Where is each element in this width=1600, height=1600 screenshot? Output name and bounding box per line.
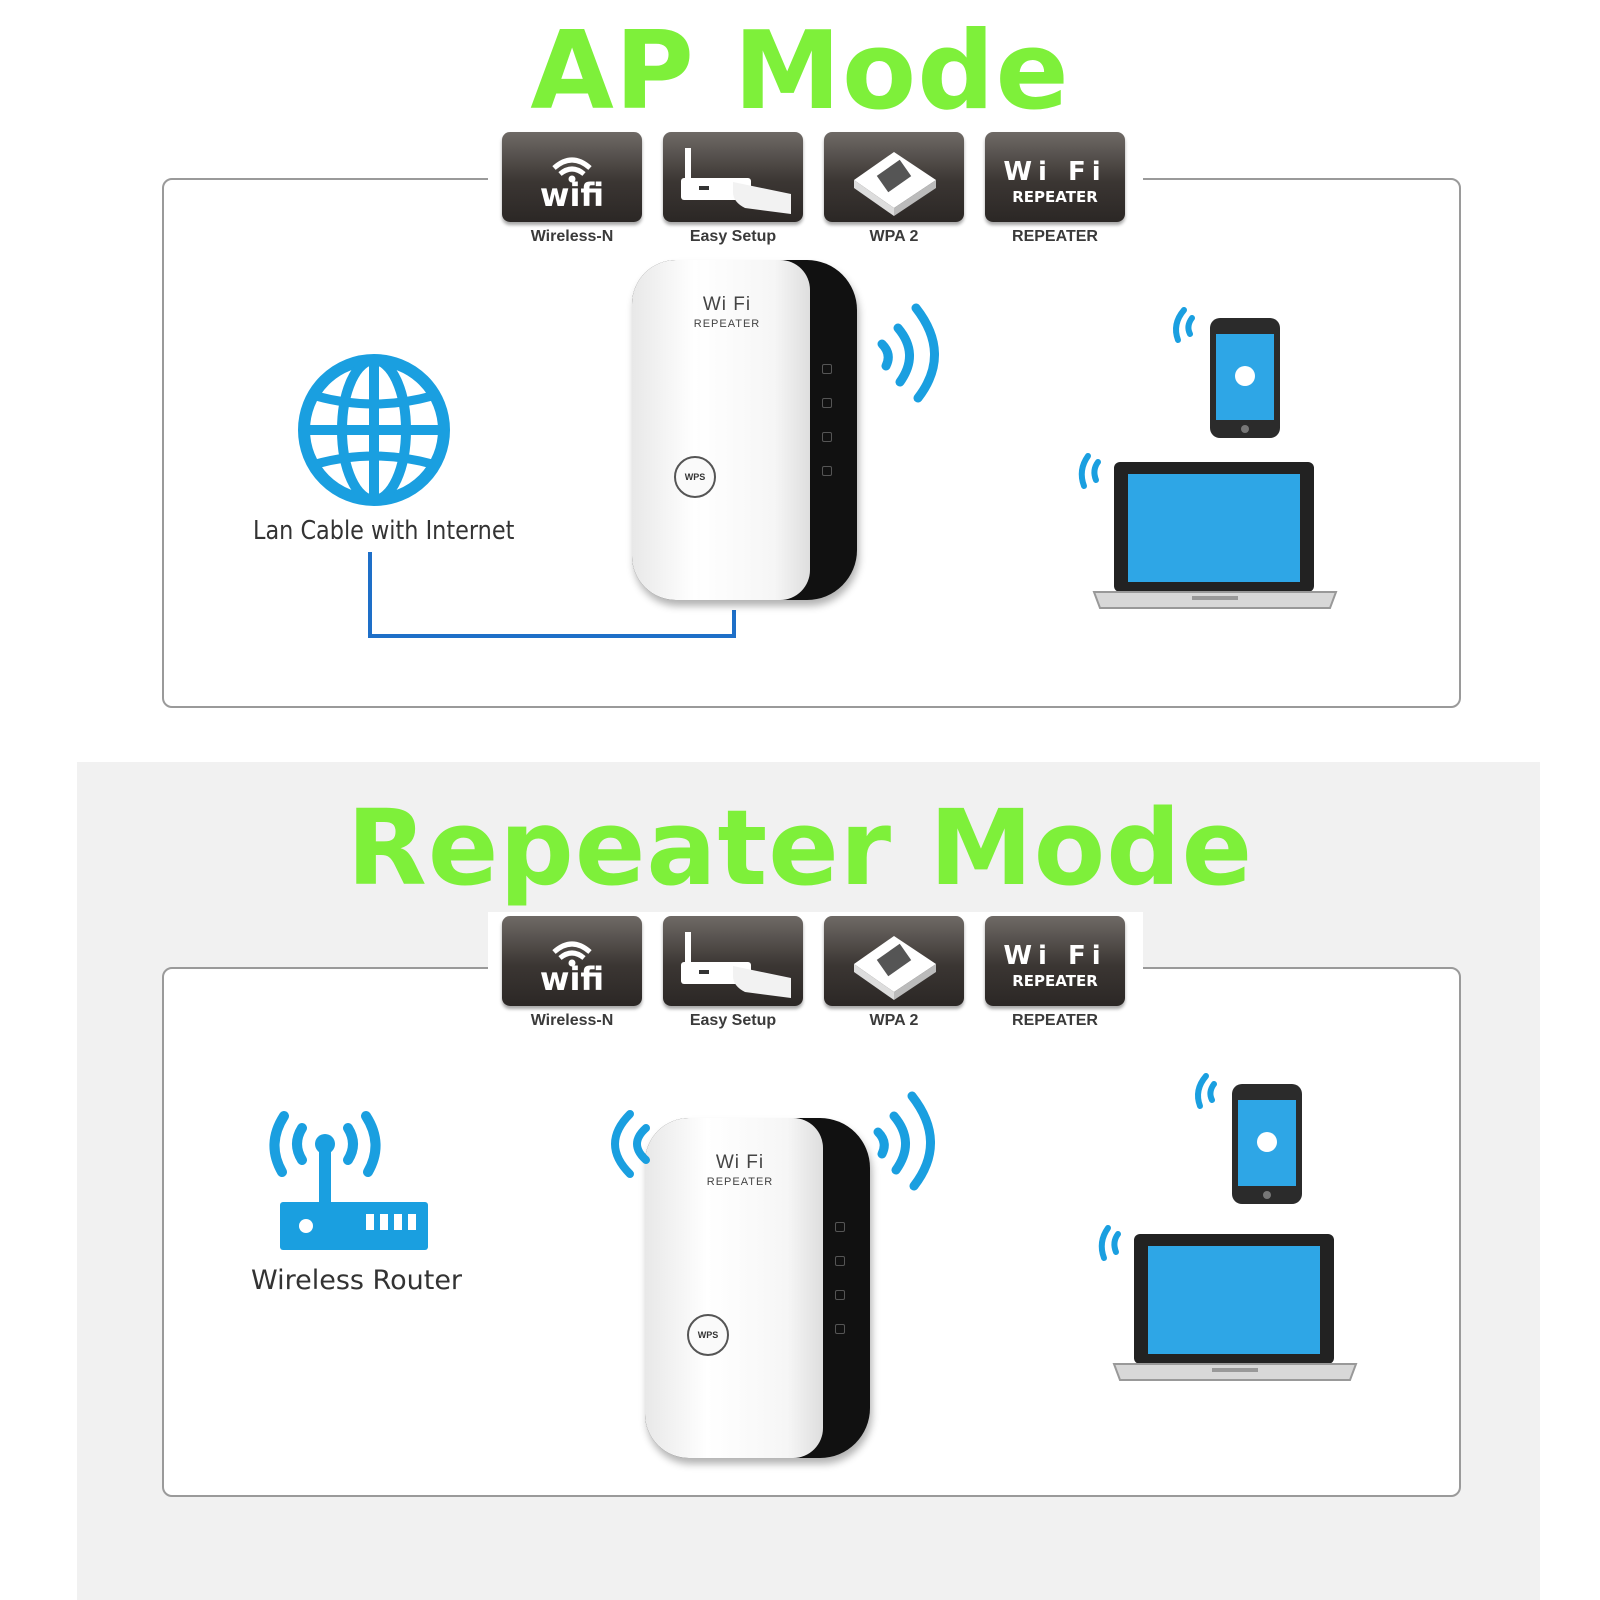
badge-easy-setup: Easy Setup bbox=[663, 132, 803, 246]
signal-waves-in-icon bbox=[611, 1110, 650, 1178]
wireless-router-label: Wireless Router bbox=[251, 1265, 463, 1296]
badge-caption: WPA 2 bbox=[869, 1012, 919, 1029]
badge-wireless-n: wifi Wireless-N bbox=[502, 916, 642, 1030]
wifi-repeater-device: Wi Fi REPEATER WPS bbox=[632, 260, 857, 600]
lan-led-icon bbox=[822, 432, 832, 442]
wifi-repeater-icon: Wi Fi REPEATER bbox=[985, 916, 1125, 1006]
repeater-feature-badges: wifi Wireless-N Easy Setup WPA 2 bbox=[488, 912, 1143, 1042]
wifi-icon: wifi bbox=[502, 916, 642, 1006]
repeater-tile-top: Wi Fi bbox=[1003, 941, 1106, 971]
laptop-icon bbox=[1098, 1225, 1358, 1381]
wifi-tile-text: wifi bbox=[540, 960, 604, 998]
badge-caption: Easy Setup bbox=[689, 228, 777, 245]
wifi-repeater-device: Wi Fi REPEATER WPS bbox=[645, 1118, 870, 1458]
lan-led-icon bbox=[835, 1290, 845, 1300]
wifi-icon: wifi bbox=[502, 132, 642, 222]
wpa2-device-icon bbox=[824, 916, 964, 1006]
lan-cable-label: Lan Cable with Internet bbox=[253, 516, 515, 546]
wifi-led-icon bbox=[835, 1256, 845, 1266]
badge-caption: WPA 2 bbox=[869, 228, 919, 245]
repeater-sub-label: REPEATER bbox=[693, 318, 761, 330]
repeater-logo: Wi Fi bbox=[715, 1152, 765, 1173]
ap-mode-title: AP Mode bbox=[530, 9, 1070, 134]
signal-waves-out-icon bbox=[873, 1091, 935, 1191]
smartphone-icon bbox=[1173, 307, 1280, 438]
signal-waves-icon bbox=[877, 303, 939, 403]
repeater-sub-label: REPEATER bbox=[706, 1176, 774, 1188]
power-led-icon bbox=[822, 364, 832, 374]
wps-led-icon bbox=[835, 1324, 845, 1334]
smartphone-icon bbox=[1195, 1073, 1302, 1204]
badge-wireless-n: wifi Wireless-N bbox=[502, 132, 642, 246]
repeater-tile-text: REPEATER bbox=[1012, 972, 1098, 990]
badge-caption: Wireless-N bbox=[530, 1012, 614, 1029]
wpa2-device-icon bbox=[824, 132, 964, 222]
wireless-router-icon bbox=[269, 1111, 428, 1250]
router-hand-icon bbox=[663, 916, 803, 1006]
badge-repeater: Wi Fi REPEATER REPEATER bbox=[985, 132, 1125, 246]
lan-cable-line bbox=[368, 552, 736, 638]
wifi-led-icon bbox=[822, 398, 832, 408]
repeater-logo: Wi Fi bbox=[702, 294, 752, 315]
globe-icon bbox=[298, 354, 450, 506]
badge-repeater: Wi Fi REPEATER REPEATER bbox=[985, 916, 1125, 1030]
badge-wpa2: WPA 2 bbox=[824, 916, 964, 1030]
wps-button: WPS bbox=[687, 1314, 729, 1356]
repeater-tile-text: REPEATER bbox=[1012, 188, 1098, 206]
wifi-tile-text: wifi bbox=[540, 176, 604, 214]
badge-caption: REPEATER bbox=[1012, 228, 1098, 245]
laptop-icon bbox=[1078, 453, 1338, 609]
badge-caption: Wireless-N bbox=[530, 228, 614, 245]
repeater-tile-top: Wi Fi bbox=[1003, 157, 1106, 187]
repeater-mode-title: Repeater Mode bbox=[346, 787, 1254, 909]
wps-button: WPS bbox=[674, 456, 716, 498]
router-hand-icon bbox=[663, 132, 803, 222]
power-led-icon bbox=[835, 1222, 845, 1232]
wifi-repeater-icon: Wi Fi REPEATER bbox=[985, 132, 1125, 222]
ap-feature-badges: wifi Wireless-N Easy Setup WPA 2 bbox=[488, 128, 1143, 258]
badge-easy-setup: Easy Setup bbox=[663, 916, 803, 1030]
badge-caption: Easy Setup bbox=[689, 1012, 777, 1029]
badge-wpa2: WPA 2 bbox=[824, 132, 964, 246]
wps-led-icon bbox=[822, 466, 832, 476]
badge-caption: REPEATER bbox=[1012, 1012, 1098, 1029]
